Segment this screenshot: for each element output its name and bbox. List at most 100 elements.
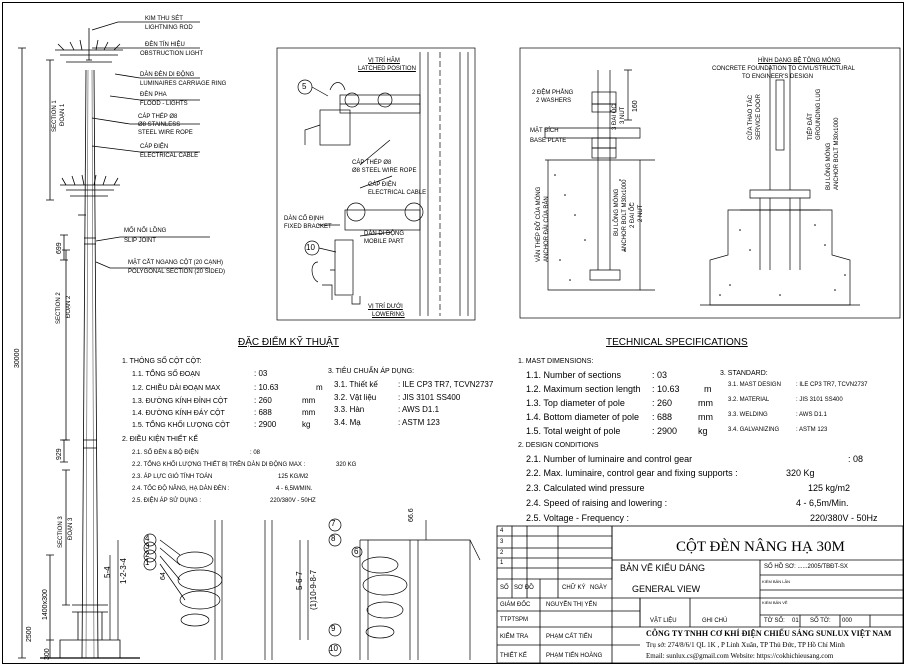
spec-en-r13-unit: mm <box>698 398 713 408</box>
spec-en-r12-value: : 10.63 <box>652 384 680 394</box>
spec-en-r32-value: : JIS 3101 SS400 <box>796 397 843 403</box>
spec-en-r23-label: 2.3. Calculated wind pressure <box>526 483 645 493</box>
spec-en-h2: 2. DESIGN CONDITIONS <box>518 442 599 449</box>
check-role: KIỂM TRA <box>500 634 529 640</box>
spec-en-r34-label: 3.4. GALVANIZING <box>728 427 780 433</box>
polygon-section-label-en: POLYGONAL SECTION (20 SIDED) <box>128 269 226 275</box>
spec-vn-r24-value: 4 - 6,5M/MIN. <box>276 486 313 492</box>
spec-vn-r13-unit: mm <box>302 396 316 405</box>
latch-steel-cable-en: Ø8 STEEL WIRE ROPE <box>352 168 417 174</box>
spec-vn-r22-label: 2.2. TỔNG KHỐI LƯỢNG THIẾT BỊ TRÊN DÀN D… <box>132 462 306 468</box>
lowering-title-en: LOWERING <box>372 312 405 318</box>
pulley-left-num-4: 4 <box>145 534 150 543</box>
latch-num-10: 10 <box>306 243 315 252</box>
spec-vn-r14-value: : 688 <box>254 408 272 417</box>
spec-vn-r15-unit: kg <box>302 420 311 429</box>
main-title: CỘT ĐÈN NÂNG HẠ 30M <box>676 539 845 555</box>
spec-en-r14-label: 1.4. Bottom diameter of pole <box>526 412 640 422</box>
foundation-title-en2: TO ENGINEER'S DESIGN <box>742 74 814 80</box>
spec-vn-h2: 2. ĐIỀU KIỆN THIẾT KẾ <box>122 436 198 443</box>
grounding-label-en: GROUNDING LUG <box>816 88 822 140</box>
mobile-part-en: MOBILE PART <box>364 239 404 245</box>
spec-en-r31-label: 3.1. MAST DESIGN <box>728 382 781 388</box>
spec-en-r15-label: 1.5. Total weight of pole <box>526 426 621 436</box>
spec-en-r21-value: : 08 <box>848 454 864 464</box>
spec-en-r32-label: 3.2. MATERIAL <box>728 397 770 403</box>
spec-en-r12-unit: m <box>704 384 712 394</box>
spec-en-r14-value: : 688 <box>652 412 673 422</box>
spec-en-r25-value: 220/380V - 50Hz <box>810 513 878 523</box>
spec-en-r14-unit: mm <box>698 412 713 422</box>
pulley-right-dim-a: 5-6-7 <box>295 571 304 590</box>
spec-vn-h3: 3. TIÊU CHUẨN ÁP DỤNG: <box>328 368 415 375</box>
spec-vn-r21-value: : 08 <box>250 450 261 456</box>
rev-num-1: 1 <box>500 560 504 566</box>
design-role: THIẾT KẾ <box>500 653 527 659</box>
spec-en-h3: 3. STANDARD: <box>720 370 768 377</box>
washer-label-vn: 2 ĐỆM PHẲNG <box>532 90 574 96</box>
pulley-left-dim-64: 64 <box>160 572 167 580</box>
lightning-rod-label-en: LIGHTNING ROD <box>145 25 193 31</box>
flood-label-vn: ĐÈN PHA <box>140 92 167 98</box>
anchor-bolt2-label-vn: BU LÔNG MÓNG <box>826 142 832 190</box>
to-so-value: 01 <box>792 618 799 624</box>
dim-2500: 2500 <box>26 626 33 642</box>
section2-label: SECTION 2 <box>56 292 62 324</box>
nut-label-vn: 3 ĐAI ỐC <box>612 104 618 130</box>
spec-vn-r25-value: 220/380V - 50HZ <box>270 498 316 504</box>
rev-col-so: SỐ <box>500 585 509 591</box>
washer-label-en: 2 WASHERS <box>536 98 572 104</box>
electric-cable-label-en: ELECTRICAL CABLE <box>140 153 199 159</box>
check-name: PHẠM CẤT TIẾN <box>546 634 593 640</box>
support-label-vn: VÂN THÉP ĐỠ CỦA MÓNG <box>536 186 542 262</box>
spec-en-r13-label: 1.3. Top diameter of pole <box>526 398 625 408</box>
spec-en-r22-value: 320 Kg <box>786 468 815 478</box>
carriage-label-vn: DÀN ĐÈN DI ĐỘNG <box>140 72 195 78</box>
latch-elec-cable-vn: CÁP ĐIỆN <box>368 182 397 188</box>
doan3-label: ĐOẠN 3 <box>68 517 74 540</box>
rev-num-2: 2 <box>500 550 504 556</box>
dim-300: 300 <box>44 648 51 660</box>
spec-en-r11-value: : 03 <box>652 370 668 380</box>
spec-en-r13-value: : 260 <box>652 398 673 408</box>
electric-cable-label-vn: CÁP ĐIỆN <box>140 144 169 150</box>
spec-en-r11-label: 1.1. Number of sections <box>526 370 622 380</box>
pulley-right-dim-b: (1)10-9-8-7 <box>309 569 318 610</box>
spec-vn-r33-value: : AWS D1.1 <box>398 405 440 414</box>
fixed-bracket-en: FIXED BRACKET <box>284 224 332 230</box>
spec-en-r25-label: 2.5. Voltage - Frequency : <box>526 513 630 523</box>
dim-929: 929 <box>56 448 63 460</box>
spec-en-r22-label: 2.2. Max. luminaire, control gear and fi… <box>526 468 738 478</box>
service-door-label-vn: CỬA THAO TÁC <box>748 95 754 140</box>
kiem-lan: KIỂM BẢN LẦN <box>762 579 791 584</box>
doan2-label: ĐOẠN 2 <box>66 295 72 318</box>
spec-vn-r13-label: 1.3. ĐƯỜNG KÍNH ĐỈNH CỘT <box>132 398 228 405</box>
spec-en-r24-label: 2.4. Speed of raising and lowering : <box>526 498 668 508</box>
lowering-title-vn: VỊ TRÍ DƯỚI <box>368 304 403 310</box>
steel-cable-label-en1: Ø8 STAINLESS <box>138 122 181 128</box>
obstruction-light-label-vn: ĐÈN TÍN HIỆU <box>145 42 185 48</box>
spec-vn-r12-unit: m <box>316 383 323 392</box>
vat-lieu-label: VẬT LIỆU <box>650 618 677 624</box>
spec-vn-r34-label: 3.4. Mạ <box>334 418 361 427</box>
latch-elec-cable-en: ELECTRICAL CABLE <box>368 190 427 196</box>
company-address: Trụ sở: 274/8/6/1 QL 1K , P Linh Xuân, T… <box>646 641 845 649</box>
tt-role: TTPTSPM <box>500 617 528 623</box>
spec-en-r31-value: : ILE CP3 TR7, TCVN2737 <box>796 382 868 388</box>
slip-joint-label-vn: MỐI NỐI LỒNG <box>124 228 167 234</box>
spec-vn-r15-label: 1.5. TỔNG KHỐI LƯỢNG CỘT <box>132 422 230 429</box>
spec-vn-r32-value: : JIS 3101 SS400 <box>398 393 461 402</box>
pulley-right-num-10: 10 <box>329 644 338 653</box>
latch-title-en: LATCHED POSITION <box>358 66 416 72</box>
spec-en-r15-unit: kg <box>698 426 708 436</box>
dim-1400x300: 1400x300 <box>42 589 49 620</box>
spec-vn-r13-value: : 260 <box>254 396 272 405</box>
pulley-left-num-3: 3 <box>145 542 150 551</box>
mobile-part-vn: DÀN DI ĐỘNG <box>364 231 405 237</box>
spec-vn-r23-value: 125 KG/M2 <box>278 474 309 480</box>
pulley-left-num-2: 2 <box>145 550 150 559</box>
so-to-label: SỐ TỜ: <box>810 618 831 624</box>
